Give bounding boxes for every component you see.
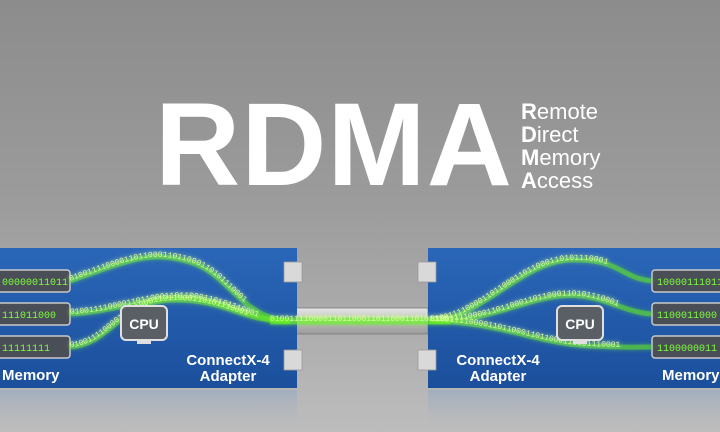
left-cpu-notch xyxy=(137,340,151,344)
left-adapter-label-line2: Adapter xyxy=(199,368,257,385)
rdma-title: RDMA xyxy=(155,79,513,211)
right-port xyxy=(417,261,437,283)
right-adapter-label-line2: Adapter xyxy=(469,368,527,385)
left-port-lower xyxy=(283,349,303,371)
right-stream-path-mid xyxy=(429,292,653,324)
right-memory-slot-1-bits: 10000111011 xyxy=(657,278,720,289)
left-stream-path-top xyxy=(69,254,291,324)
right-memory-slot-3-bits: 1100000011 xyxy=(657,344,717,355)
right-memory-label: Memory xyxy=(662,367,720,384)
left-cpu-label: CPU xyxy=(129,316,159,332)
left-memory-slot-2-bits: 111011000 xyxy=(2,311,56,322)
right-stream-path-top xyxy=(429,257,653,324)
left-stream-path-bottom xyxy=(69,297,291,350)
left-memory-slot-1-bits: 00000011011 xyxy=(2,278,68,289)
right-stream-path-bottom xyxy=(429,318,653,350)
acronym-line-access: Access xyxy=(521,168,594,193)
left-adapter-label-line1: ConnectX-4 xyxy=(186,352,270,369)
left-panel-reflection xyxy=(0,390,297,432)
right-cpu-notch xyxy=(573,340,587,344)
right-cpu-chip: CPU xyxy=(556,305,604,344)
left-cpu-chip: CPU xyxy=(120,305,168,344)
left-memory-label: Memory xyxy=(2,367,60,384)
right-memory-slot-2-bits: 1100011000 xyxy=(657,311,717,322)
right-port-lower xyxy=(417,349,437,371)
right-adapter-label-line1: ConnectX-4 xyxy=(456,352,540,369)
acronym-line-memory: Memory xyxy=(521,145,601,170)
left-memory-slot-3-bits: 11111111 xyxy=(2,344,50,355)
right-panel-reflection xyxy=(428,390,720,432)
rdma-acronym-expansion: Remote Direct Memory Access xyxy=(521,100,600,192)
left-memory-module: 00000011011 111011000 11111111 xyxy=(0,269,71,359)
right-cpu-label: CPU xyxy=(565,316,595,332)
right-memory-module: 10000111011 1100011000 1100000011 xyxy=(651,269,720,359)
acronym-line-direct: Direct xyxy=(521,122,579,147)
left-port xyxy=(283,261,303,283)
acronym-line-remote: Remote xyxy=(521,99,599,124)
